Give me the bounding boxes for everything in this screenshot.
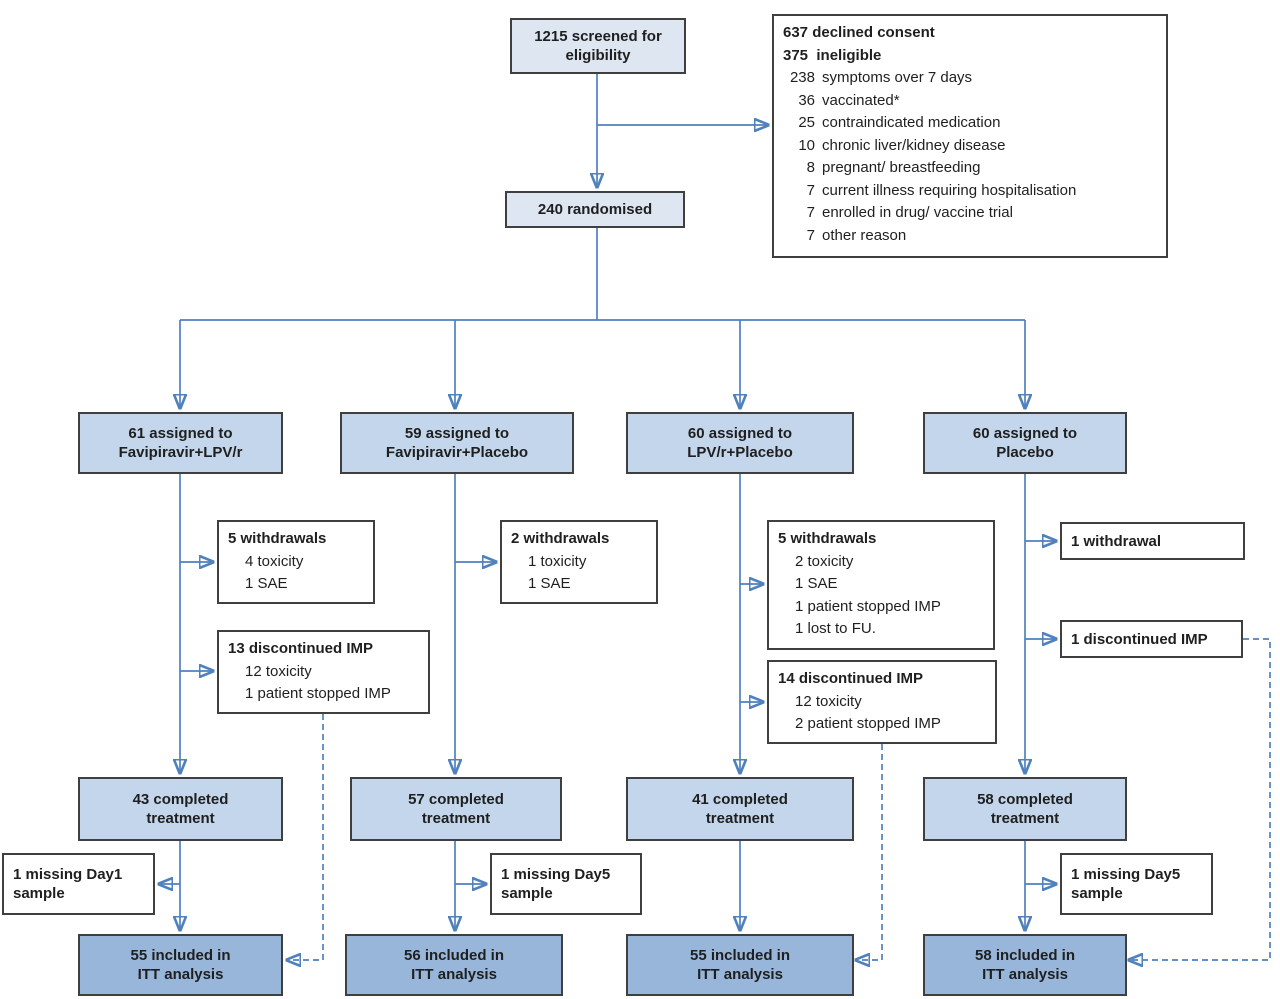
reason-label: symptoms over 7 days xyxy=(822,69,973,86)
arm1-itt-box: 55 included in ITT analysis xyxy=(78,934,283,996)
withdrawal-item: 1 patient stopped IMP xyxy=(795,597,941,615)
arm3-assigned-box: 60 assigned to LPV/r+Placebo xyxy=(626,412,854,474)
withdrawals-title: 5 withdrawals xyxy=(228,530,327,547)
arm1-withdrawals-box: 5 withdrawals 4 toxicity 1 SAE xyxy=(217,520,375,604)
withdrawals-title: 2 withdrawals xyxy=(511,530,610,547)
exclusion-reason: 238 symptoms over 7 days xyxy=(783,67,1158,90)
exclusions-declined-line: 637 declined consent xyxy=(783,24,935,41)
reason-count: 8 xyxy=(806,159,815,176)
arm4-completed-box: 58 completed treatment xyxy=(923,777,1127,841)
withdrawal-item: 2 toxicity xyxy=(795,552,854,570)
arm4-withdrawal-box: 1 withdrawal xyxy=(1060,522,1245,560)
reason-count: 238 xyxy=(789,69,815,86)
exclusion-reason: 7 enrolled in drug/ vaccine trial xyxy=(783,202,1158,225)
reason-count: 10 xyxy=(798,136,815,154)
exclusion-reason: 36 vaccinated* xyxy=(783,90,1158,113)
exclusion-reason: 7 other reason xyxy=(783,225,1158,248)
discontinued-item: 1 patient stopped IMP xyxy=(245,685,391,702)
arm4-discontinued-box: 1 discontinued IMP xyxy=(1060,620,1243,658)
reason-count: 7 xyxy=(806,226,815,244)
withdrawal-item: 1 toxicity xyxy=(528,552,587,570)
reason-count: 7 xyxy=(806,204,815,221)
withdrawals-title: 1 withdrawal xyxy=(1071,533,1162,550)
withdrawal-item: 1 SAE xyxy=(795,575,838,592)
arm3-completed-box: 41 completed treatment xyxy=(626,777,854,841)
arm1-discontinued-box: 13 discontinued IMP 12 toxicity 1 patien… xyxy=(217,630,430,714)
exclusions-box: 637 declined consent 375 ineligible 238 s… xyxy=(772,14,1168,258)
randomised-box: 240 randomised xyxy=(505,191,685,228)
exclusion-reason: 8 pregnant/ breastfeeding xyxy=(783,157,1158,180)
arm2-withdrawals-box: 2 withdrawals 1 toxicity 1 SAE xyxy=(500,520,658,604)
reason-label: other reason xyxy=(822,226,907,244)
arm3-discontinued-box: 14 discontinued IMP 12 toxicity 2 patien… xyxy=(767,660,997,744)
reason-count: 36 xyxy=(798,91,815,109)
arm4-missing-sample-box: 1 missing Day5 sample xyxy=(1060,853,1213,915)
reason-label: enrolled in drug/ vaccine trial xyxy=(822,204,1013,221)
exclusions-ineligible-line: 375 ineligible xyxy=(783,46,882,64)
arm2-completed-box: 57 completed treatment xyxy=(350,777,562,841)
exclusion-reason: 10 chronic liver/kidney disease xyxy=(783,135,1158,158)
reason-label: contraindicated medication xyxy=(822,114,1001,131)
arm1-assigned-box: 61 assigned to Favipiravir+LPV/r xyxy=(78,412,283,474)
arm2-missing-sample-box: 1 missing Day5 sample xyxy=(490,853,642,915)
arm1-completed-box: 43 completed treatment xyxy=(78,777,283,841)
withdrawal-item: 1 SAE xyxy=(245,575,288,592)
arm2-assigned-box: 59 assigned to Favipiravir+Placebo xyxy=(340,412,574,474)
arm4-itt-box: 58 included in ITT analysis xyxy=(923,934,1127,996)
dashed-arm1-discontinued-to-itt xyxy=(287,714,324,960)
reason-count: 25 xyxy=(798,114,815,131)
withdrawal-item: 1 SAE xyxy=(528,575,571,592)
withdrawal-item: 1 lost to FU. xyxy=(795,620,876,637)
reason-label: vaccinated* xyxy=(822,91,900,109)
exclusion-reason: 25 contraindicated medication xyxy=(783,112,1158,135)
arm4-assigned-box: 60 assigned to Placebo xyxy=(923,412,1127,474)
reason-label: current illness requiring hospitalisatio… xyxy=(822,181,1077,199)
screened-box: 1215 screened for eligibility xyxy=(510,18,686,74)
discontinued-title: 14 discontinued IMP xyxy=(778,670,924,687)
arm1-missing-sample-box: 1 missing Day1 sample xyxy=(2,853,155,915)
discontinued-item: 12 toxicity xyxy=(245,662,312,680)
reason-count: 7 xyxy=(806,181,815,199)
withdrawal-item: 4 toxicity xyxy=(245,552,304,570)
reason-label: chronic liver/kidney disease xyxy=(822,136,1006,154)
arm3-withdrawals-box: 5 withdrawals 2 toxicity 1 SAE 1 patient… xyxy=(767,520,995,650)
exclusion-reason: 7 current illness requiring hospitalisati… xyxy=(783,180,1158,203)
reason-label: pregnant/ breastfeeding xyxy=(822,159,981,176)
withdrawals-title: 5 withdrawals xyxy=(778,530,877,547)
dashed-arm4-discontinued-to-itt xyxy=(1129,638,1271,960)
discontinued-title: 1 discontinued IMP xyxy=(1071,631,1208,648)
dashed-arm3-discontinued-to-itt xyxy=(856,744,883,960)
discontinued-title: 13 discontinued IMP xyxy=(228,640,374,657)
arm3-itt-box: 55 included in ITT analysis xyxy=(626,934,854,996)
arm2-itt-box: 56 included in ITT analysis xyxy=(345,934,563,996)
discontinued-item: 12 toxicity xyxy=(795,692,862,710)
discontinued-item: 2 patient stopped IMP xyxy=(795,715,941,732)
